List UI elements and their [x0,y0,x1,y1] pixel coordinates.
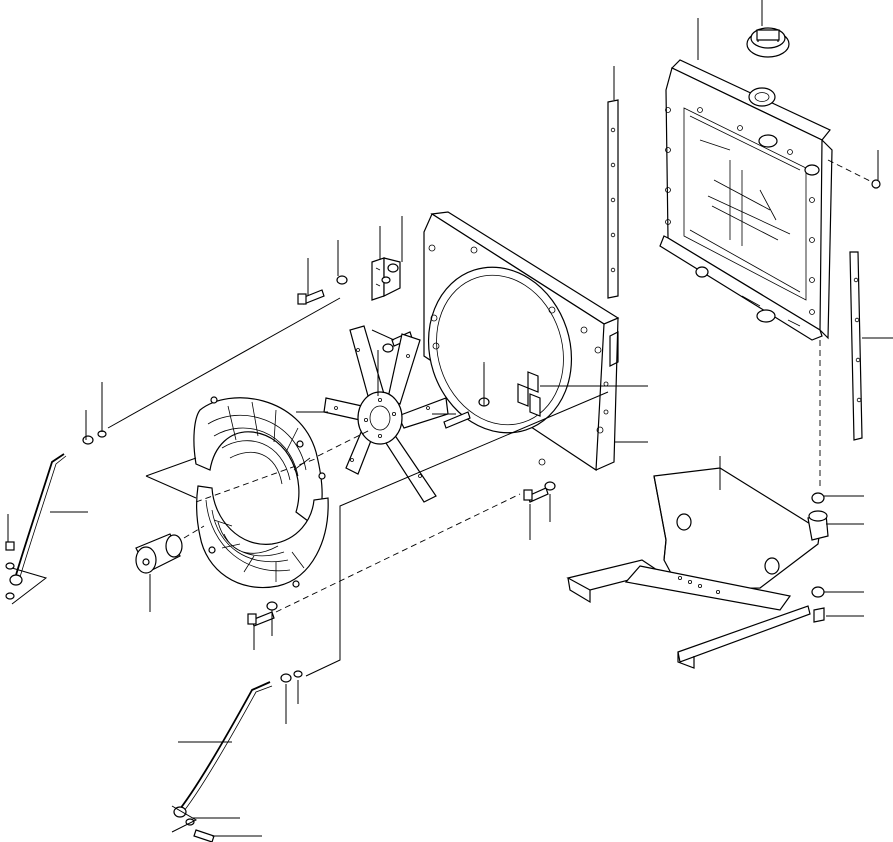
support-stay-upper [5,430,107,605]
radiator-cap [746,27,790,58]
radiator-drain-plug [827,159,881,189]
callout-leaders [7,0,893,837]
bolt-shroud [523,481,556,503]
isolator-mount [566,467,829,669]
alignment-lines [107,297,821,677]
fan-blade [323,325,449,503]
mounting-bracket [371,257,401,301]
radiator [659,59,833,341]
left-side-seal [607,99,619,299]
fan-guard-lower [196,485,329,589]
fan-shroud [423,211,620,472]
bolt-washer-upper [297,275,348,305]
support-stay-lower [171,670,303,842]
fan-spacer [135,525,205,574]
fan-guard-upper [193,396,326,525]
bolt-guard [247,601,278,627]
right-side-seal [849,251,863,441]
